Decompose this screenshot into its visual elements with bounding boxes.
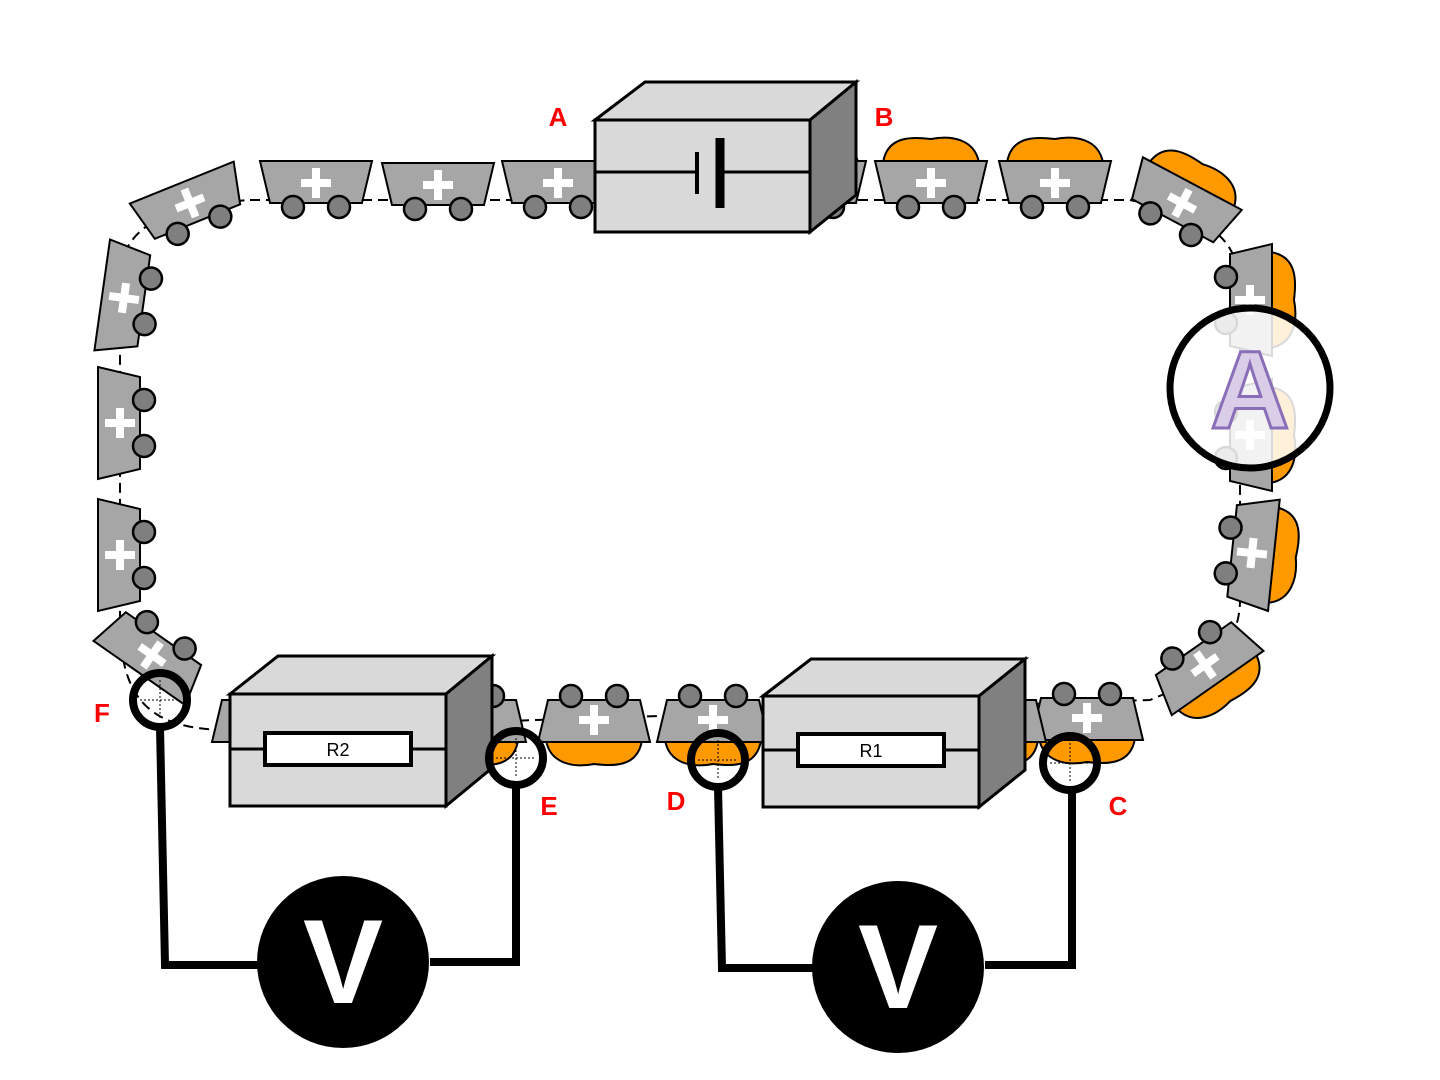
point-label-e: E: [540, 791, 557, 821]
cart-bottom-left-corner: [92, 592, 220, 707]
cart-right-3: [1211, 494, 1303, 614]
point-label-d: D: [667, 786, 686, 816]
point-label-a: A: [549, 102, 568, 132]
cart-top-2: [380, 161, 496, 222]
r2-label: R2: [326, 740, 349, 760]
cart-top-5: [875, 138, 987, 218]
resistor-r1: R1: [758, 655, 1030, 811]
voltmeter-left: V: [257, 876, 429, 1048]
cart-left-2: [96, 365, 157, 481]
voltmeter-wires: [156, 726, 1076, 972]
point-label-b: B: [875, 102, 894, 132]
voltmeter-right: V: [812, 881, 984, 1053]
cart-left-1: [96, 497, 157, 613]
cart-bottom-right-corner: [1139, 604, 1277, 734]
resistor-r2: R2: [225, 652, 497, 810]
ammeter: A: [1166, 304, 1334, 472]
ammeter-label: A: [1210, 329, 1289, 452]
point-label-f: F: [94, 698, 110, 728]
cart-left-3: [93, 238, 168, 360]
battery: [590, 78, 861, 236]
cart-bottom-3: [657, 685, 769, 765]
voltmeter-left-label: V: [303, 895, 383, 1029]
point-label-c: C: [1109, 791, 1128, 821]
r1-element: [796, 732, 946, 768]
cart-top-6: [999, 138, 1111, 218]
cart-top-right-corner: [1116, 137, 1253, 261]
cart-top-left-corner: [128, 160, 257, 258]
cart-top-1: [258, 159, 374, 220]
r1-label: R1: [859, 741, 882, 761]
chain: [119, 199, 1241, 732]
cart-bottom-4: [538, 685, 650, 765]
probe-node-e: [489, 731, 543, 785]
r2-element: [263, 731, 413, 767]
voltmeter-right-label: V: [858, 900, 938, 1034]
